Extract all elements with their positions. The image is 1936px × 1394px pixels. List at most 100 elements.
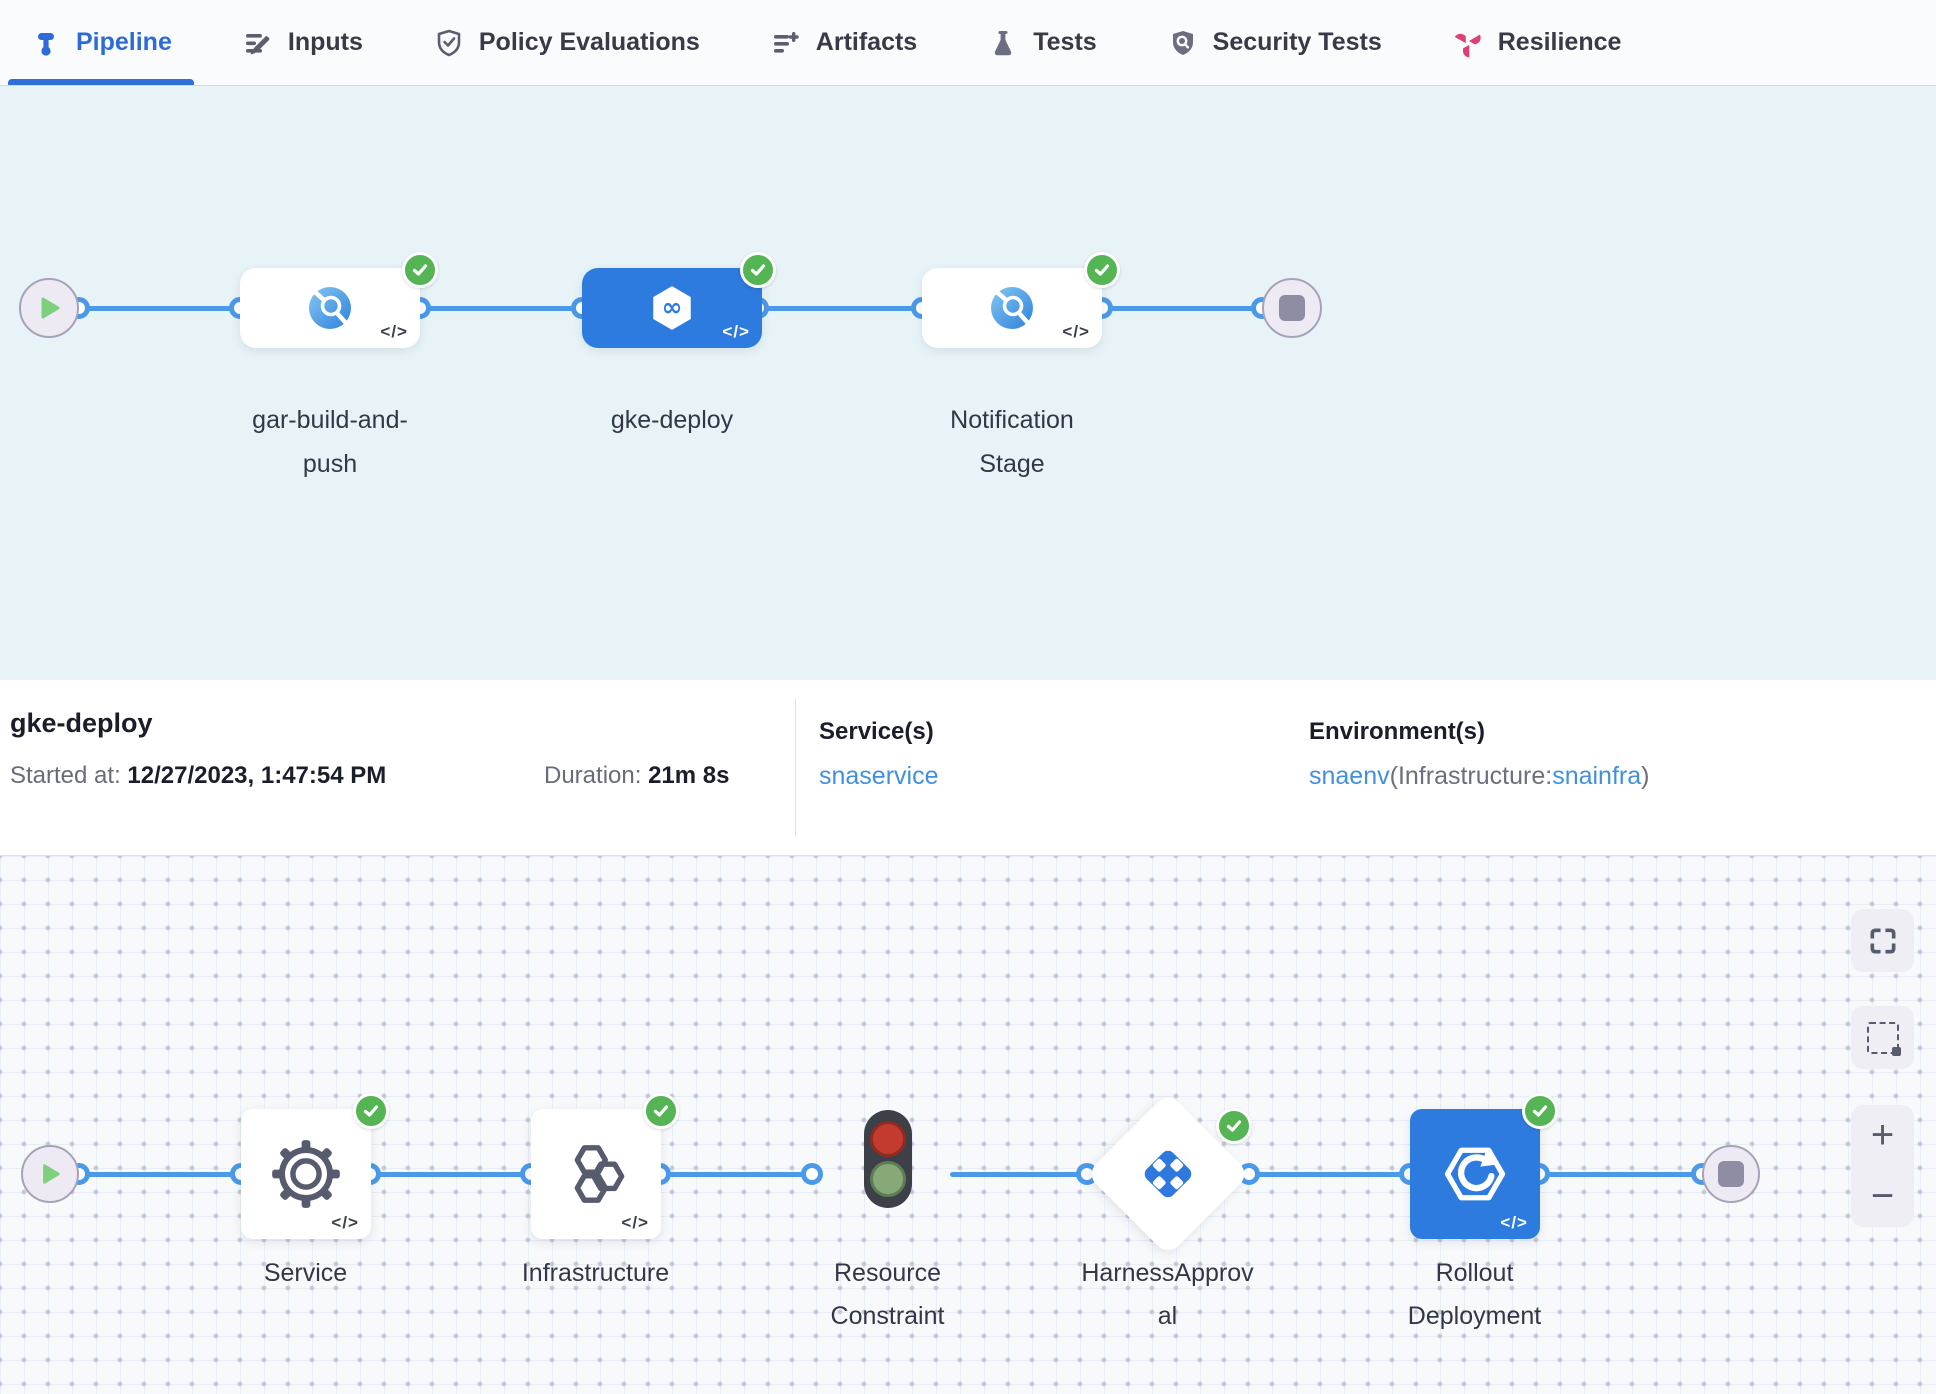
tab-policy-evaluations[interactable]: Policy Evaluations: [411, 0, 722, 85]
tab-label: Security Tests: [1212, 28, 1382, 56]
pipeline-icon: [30, 27, 62, 59]
success-badge: [1216, 1108, 1252, 1144]
stage-label: gke-deploy: [610, 406, 734, 434]
tab-security-tests[interactable]: Security Tests: [1145, 0, 1404, 85]
vertical-divider: [795, 698, 796, 837]
service-link[interactable]: snaservice: [819, 762, 939, 790]
tab-label: Resilience: [1497, 28, 1622, 56]
service-gear-icon: [272, 1140, 340, 1208]
duration: Duration: 21m 8s: [544, 762, 729, 790]
edge: [420, 306, 582, 311]
service-link-row: snaservice: [819, 762, 939, 791]
traffic-light-red: [870, 1121, 906, 1157]
edge: [1102, 306, 1262, 311]
tab-pipeline[interactable]: Pipeline: [8, 0, 194, 85]
duration-value: 21m 8s: [648, 762, 730, 789]
step-label: Infrastructure: [521, 1259, 670, 1287]
started-at: Started at: 12/27/2023, 1:47:54 PM: [10, 762, 386, 790]
success-badge: [1084, 252, 1120, 288]
stage-node-gar-build-and-push[interactable]: </>: [240, 268, 420, 348]
connector-dot: [801, 1163, 823, 1185]
graph-end-node: [1702, 1145, 1760, 1203]
tab-bar: Pipeline Inputs Policy Evaluations: [0, 0, 1936, 86]
infrastructure-link[interactable]: snainfra: [1552, 762, 1642, 790]
stage-node-gke-deploy[interactable]: ∞ </>: [582, 268, 762, 348]
infrastructure-hexagons-icon: [574, 1145, 625, 1203]
success-badge: [353, 1093, 389, 1129]
stage-node-notification-stage[interactable]: </>: [922, 268, 1102, 348]
edge: [950, 1172, 1087, 1177]
step-node-infrastructure[interactable]: </>: [531, 1109, 661, 1239]
services-header: Service(s): [819, 718, 934, 745]
tab-label: Artifacts: [815, 28, 918, 56]
security-shield-search-icon: [1167, 27, 1199, 59]
code-glyph: </>: [1062, 322, 1090, 341]
graph-start-node: [19, 278, 79, 338]
traffic-light-green: [870, 1161, 906, 1197]
approval-icon: [1135, 1141, 1201, 1207]
success-badge: [643, 1093, 679, 1129]
edge: [1539, 1172, 1702, 1177]
code-glyph: </>: [722, 322, 750, 341]
tab-resilience[interactable]: Resilience: [1430, 0, 1644, 85]
started-at-label: Started at:: [10, 762, 121, 789]
zoom-in-button[interactable]: +: [1870, 1113, 1895, 1157]
marquee-selection-icon: [1866, 1021, 1901, 1056]
edge: [758, 306, 922, 311]
graph-end-node: [1262, 278, 1322, 338]
step-label: Resource Constraint: [830, 1259, 945, 1330]
tab-label: Policy Evaluations: [478, 28, 700, 56]
started-at-value: 12/27/2023, 1:47:54 PM: [127, 762, 387, 789]
success-badge: [1522, 1093, 1558, 1129]
step-node-service[interactable]: </>: [241, 1109, 371, 1239]
edge: [79, 306, 240, 311]
success-badge: [402, 252, 438, 288]
code-glyph: </>: [1500, 1213, 1528, 1232]
step-label: Service: [263, 1259, 348, 1287]
zoom-controls: + −: [1851, 1105, 1914, 1227]
duration-label: Duration:: [544, 762, 642, 789]
edge: [79, 1172, 241, 1177]
play-icon: [41, 297, 60, 319]
infrastructure-suffix: ): [1641, 762, 1650, 790]
policy-shield-icon: [433, 27, 465, 59]
code-glyph: </>: [331, 1213, 359, 1232]
rollout-deployment-icon: [1444, 1147, 1506, 1201]
environment-link[interactable]: snaenv: [1309, 762, 1390, 790]
fullscreen-icon: [1870, 928, 1895, 953]
stop-icon: [1718, 1161, 1744, 1187]
selection-mode-button[interactable]: [1851, 1006, 1914, 1069]
step-label: Rollout Deployment: [1407, 1259, 1542, 1330]
tab-tests[interactable]: Tests: [965, 0, 1118, 85]
code-glyph: </>: [380, 322, 408, 341]
edge: [1249, 1172, 1410, 1177]
tab-inputs[interactable]: Inputs: [220, 0, 385, 85]
tests-flask-icon: [987, 27, 1019, 59]
resilience-chaos-icon: [1452, 27, 1484, 59]
zoom-out-button[interactable]: −: [1870, 1174, 1895, 1218]
tab-label: Pipeline: [76, 28, 172, 56]
graph-start-node: [21, 1145, 79, 1203]
play-icon: [43, 1164, 60, 1184]
tab-label: Tests: [1033, 28, 1097, 56]
tab-artifacts[interactable]: Artifacts: [748, 0, 939, 85]
code-glyph: </>: [621, 1213, 649, 1232]
step-node-resource-constraint[interactable]: [864, 1110, 912, 1208]
build-stage-icon: [309, 287, 351, 329]
success-badge: [740, 252, 776, 288]
deploy-stage-icon: ∞: [653, 286, 691, 330]
fullscreen-button[interactable]: [1851, 909, 1914, 972]
pipeline-stage-graph: </> gar-build-and-push ∞ </> gke-deploy: [0, 86, 1936, 680]
artifacts-list-plus-icon: [770, 27, 802, 59]
environment-row: snaenv(Infrastructure:snainfra): [1309, 762, 1649, 791]
step-label: HarnessApproval: [1081, 1259, 1254, 1330]
step-node-harness-approval[interactable]: [1085, 1091, 1251, 1257]
inputs-icon: [242, 27, 274, 59]
step-node-rollout-deployment[interactable]: </>: [1410, 1109, 1540, 1239]
stage-label: Notification Stage: [950, 406, 1074, 478]
edge: [660, 1172, 812, 1177]
infrastructure-prefix: (Infrastructure:: [1389, 762, 1553, 790]
custom-stage-icon: [991, 287, 1033, 329]
svg-text:∞: ∞: [662, 292, 683, 321]
